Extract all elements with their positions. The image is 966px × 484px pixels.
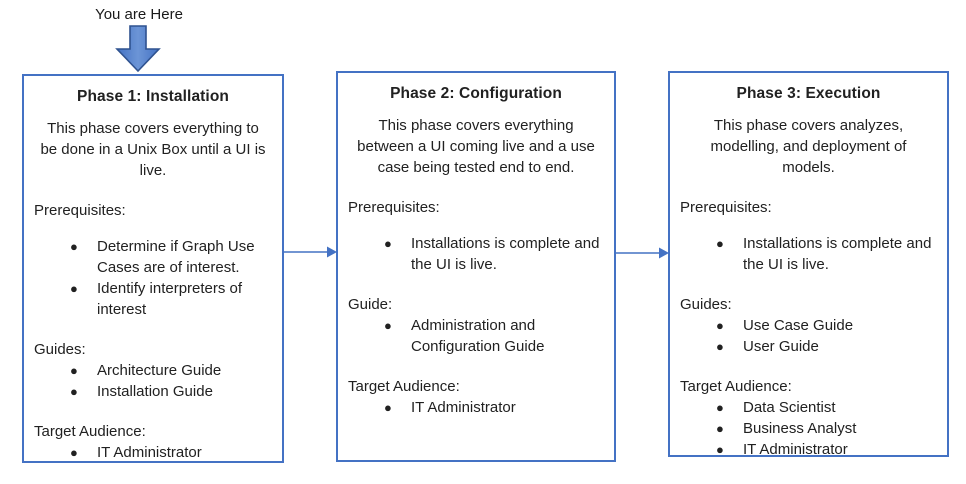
list-item-text: IT Administrator xyxy=(411,399,516,416)
list-item: ● Administration and Configuration Guide xyxy=(346,315,606,357)
phase-2-audience-list: ● IT Administrator xyxy=(346,397,606,418)
phase-3-box: Phase 3: Execution This phase covers ana… xyxy=(668,71,949,457)
bullet-icon: ● xyxy=(716,339,724,354)
phase-2-prerequisites-heading: Prerequisites: xyxy=(348,199,440,216)
list-item: ● User Guide xyxy=(678,336,939,357)
list-item-text: Determine if Graph Use Cases are of inte… xyxy=(97,238,255,276)
list-item: ● Use Case Guide xyxy=(678,315,939,336)
phase-1-guides-list: ● Architecture Guide ● Installation Guid… xyxy=(32,360,274,402)
phase-1-title: Phase 1: Installation xyxy=(77,88,229,105)
phase-2-description: This phase covers everything between a U… xyxy=(357,117,595,176)
list-item: ● Installations is complete and the UI i… xyxy=(678,233,939,275)
list-item-text: IT Administrator xyxy=(743,441,848,457)
list-item-text: Installations is complete and the UI is … xyxy=(743,235,932,273)
list-item: ● Business Analyst xyxy=(678,418,939,439)
bullet-icon: ● xyxy=(384,236,392,251)
phase-2-title: Phase 2: Configuration xyxy=(390,85,562,102)
phase-3-description: This phase covers analyzes, modelling, a… xyxy=(710,117,907,176)
bullet-icon: ● xyxy=(70,281,78,296)
phase-3-prerequisites-heading: Prerequisites: xyxy=(680,199,772,216)
bullet-icon: ● xyxy=(716,318,724,333)
right-arrow-phase1-to-phase2-icon xyxy=(282,246,337,258)
phase-2-audience-heading: Target Audience: xyxy=(348,378,460,395)
list-item: ● IT Administrator xyxy=(346,397,606,418)
phase-1-guides-heading: Guides: xyxy=(34,341,86,358)
phase-1-audience-list: ● IT Administrator xyxy=(32,442,274,461)
list-item: ● Identify interpreters of interest xyxy=(32,278,274,320)
bullet-icon: ● xyxy=(384,400,392,415)
list-item-text: Architecture Guide xyxy=(97,362,222,379)
list-item: ● Installations is complete and the UI i… xyxy=(346,233,606,275)
bullet-icon: ● xyxy=(716,400,724,415)
list-item: ● Architecture Guide xyxy=(32,360,274,381)
phase-1-prerequisites-heading: Prerequisites: xyxy=(34,202,126,219)
phase-2-guide-list: ● Administration and Configuration Guide xyxy=(346,315,606,357)
bullet-icon: ● xyxy=(70,384,78,399)
list-item-text: User Guide xyxy=(743,338,819,355)
list-item: ● Installation Guide xyxy=(32,381,274,402)
bullet-icon: ● xyxy=(70,363,78,378)
phase-3-prerequisites-list: ● Installations is complete and the UI i… xyxy=(678,233,939,275)
phase-1-prerequisites-list: ● Determine if Graph Use Cases are of in… xyxy=(32,236,274,320)
right-arrow-phase2-to-phase3-icon xyxy=(614,247,669,259)
bullet-icon: ● xyxy=(716,421,724,436)
bullet-icon: ● xyxy=(70,445,78,460)
list-item-text: Business Analyst xyxy=(743,420,857,437)
list-item-text: Installation Guide xyxy=(97,383,213,400)
bullet-icon: ● xyxy=(716,236,724,251)
bullet-icon: ● xyxy=(384,318,392,333)
phase-3-audience-heading: Target Audience: xyxy=(680,378,792,395)
phase-2-box: Phase 2: Configuration This phase covers… xyxy=(336,71,616,462)
phase-2-guide-heading: Guide: xyxy=(348,296,393,313)
phase-1-description: This phase covers everything to be done … xyxy=(40,120,266,179)
list-item: ● IT Administrator xyxy=(32,442,274,461)
list-item-text: Identify interpreters of interest xyxy=(97,280,243,318)
list-item: ● Determine if Graph Use Cases are of in… xyxy=(32,236,274,278)
list-item: ● Data Scientist xyxy=(678,397,939,418)
phase-3-guides-heading: Guides: xyxy=(680,296,732,313)
bullet-icon: ● xyxy=(716,442,724,457)
list-item-text: Administration and Configuration Guide xyxy=(411,317,545,355)
block-down-arrow-icon xyxy=(115,25,161,73)
phase-3-guides-list: ● Use Case Guide ● User Guide xyxy=(678,315,939,357)
list-item-text: Data Scientist xyxy=(743,399,836,416)
phase-1-box: Phase 1: Installation This phase covers … xyxy=(22,74,284,463)
you-are-here-label: You are Here xyxy=(95,6,183,23)
bullet-icon: ● xyxy=(70,239,78,254)
phase-3-title: Phase 3: Execution xyxy=(736,85,881,102)
list-item-text: IT Administrator xyxy=(97,444,202,461)
list-item: ● IT Administrator xyxy=(678,439,939,457)
list-item-text: Use Case Guide xyxy=(743,317,854,334)
list-item-text: Installations is complete and the UI is … xyxy=(411,235,600,273)
phase-1-audience-heading: Target Audience: xyxy=(34,423,146,440)
phase-3-audience-list: ● Data Scientist ● Business Analyst ● IT… xyxy=(678,397,939,457)
phase-2-prerequisites-list: ● Installations is complete and the UI i… xyxy=(346,233,606,275)
